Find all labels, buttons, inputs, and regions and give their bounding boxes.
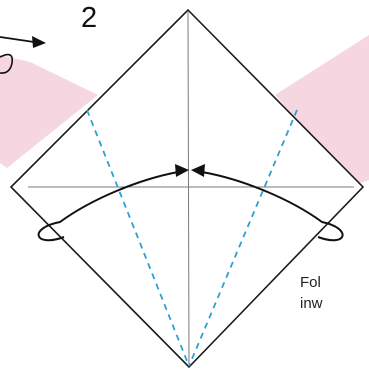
shadow-band-right — [275, 35, 369, 185]
step-number: 2 — [81, 2, 98, 34]
shadow-band-left — [0, 55, 98, 168]
valley-fold-line-left — [86, 109, 190, 367]
instruction-line-1: Fol — [300, 274, 321, 291]
instruction-line-2: inw — [300, 295, 323, 312]
vertical-crease-line — [187, 11, 190, 367]
turn-over-arrow-icon — [0, 36, 46, 74]
fold-toward-center-arrow-icon — [37, 164, 344, 242]
valley-fold-line-right — [188, 109, 298, 367]
instruction-caption: Fol inw — [300, 272, 323, 314]
paper-square — [9, 8, 365, 369]
